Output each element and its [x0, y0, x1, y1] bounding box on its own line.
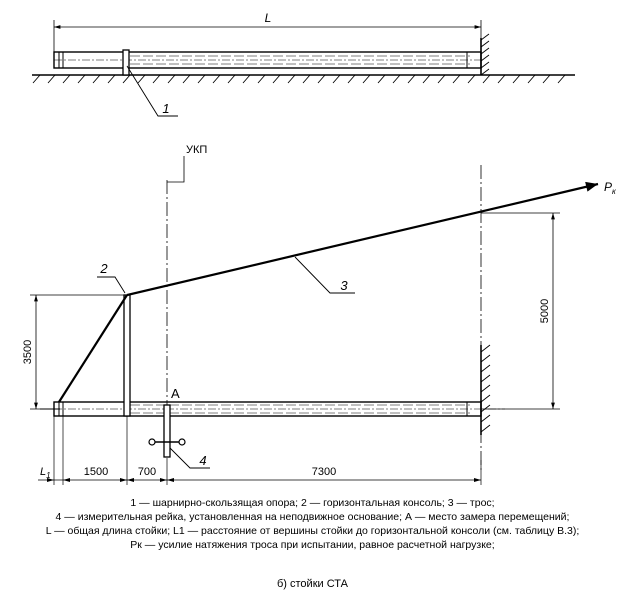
figure-caption: б) стойки СТА [277, 578, 348, 590]
strut [58, 294, 128, 403]
dim-3500-label: 3500 [22, 340, 34, 364]
callout-4-label: 4 [199, 453, 206, 468]
legend: 1 — шарнирно-скользящая опора; 2 — гориз… [0, 496, 625, 552]
measuring-rail-4 [163, 404, 171, 458]
dim-1500-label: 1500 [84, 466, 108, 478]
legend-line-3: L — общая длина стойки; L1 — расстояние … [45, 525, 580, 537]
ukp-leader [167, 156, 185, 183]
callout-1-leader [126, 65, 178, 117]
console-2 [123, 294, 131, 417]
dim-5000-label: 5000 [539, 299, 551, 323]
dim-700-label: 700 [138, 466, 156, 478]
dim-L-label: L [265, 11, 272, 25]
force-label: Pк [604, 180, 617, 196]
callout-4-leader [169, 447, 210, 469]
legend-line-1: 1 — шарнирно-скользящая опора; 2 — гориз… [130, 497, 495, 509]
dim-chain-arrows [47, 478, 481, 482]
rail-bolt-left [148, 438, 156, 446]
dim-L1-label: L1 [40, 466, 51, 480]
callout-2-label: 2 [99, 261, 108, 276]
callout-3-label: 3 [340, 278, 348, 293]
point-A-label: A [171, 386, 180, 401]
wall-hatch [480, 344, 491, 433]
technical-drawing: L 1 УКП [22, 11, 617, 485]
top-support-1 [122, 49, 130, 76]
callout-2-leader [97, 276, 126, 294]
top-view: L 1 [32, 11, 575, 117]
legend-line-2: 4 — измерительная рейка, установленная н… [55, 511, 570, 523]
callout-1-label: 1 [162, 101, 169, 116]
top-ground-hatch [32, 74, 566, 84]
ukp-label: УКП [186, 144, 207, 156]
dim-7300-label: 7300 [312, 466, 336, 478]
cable-3 [126, 181, 599, 297]
side-view: УКП Pк 2 3 A [22, 144, 617, 485]
rail-bolt-right [178, 438, 186, 446]
callout-3-leader [294, 256, 355, 294]
legend-line-4: Pк — усилие натяжения троса при испытани… [130, 539, 495, 551]
top-base-hatch [480, 33, 490, 76]
